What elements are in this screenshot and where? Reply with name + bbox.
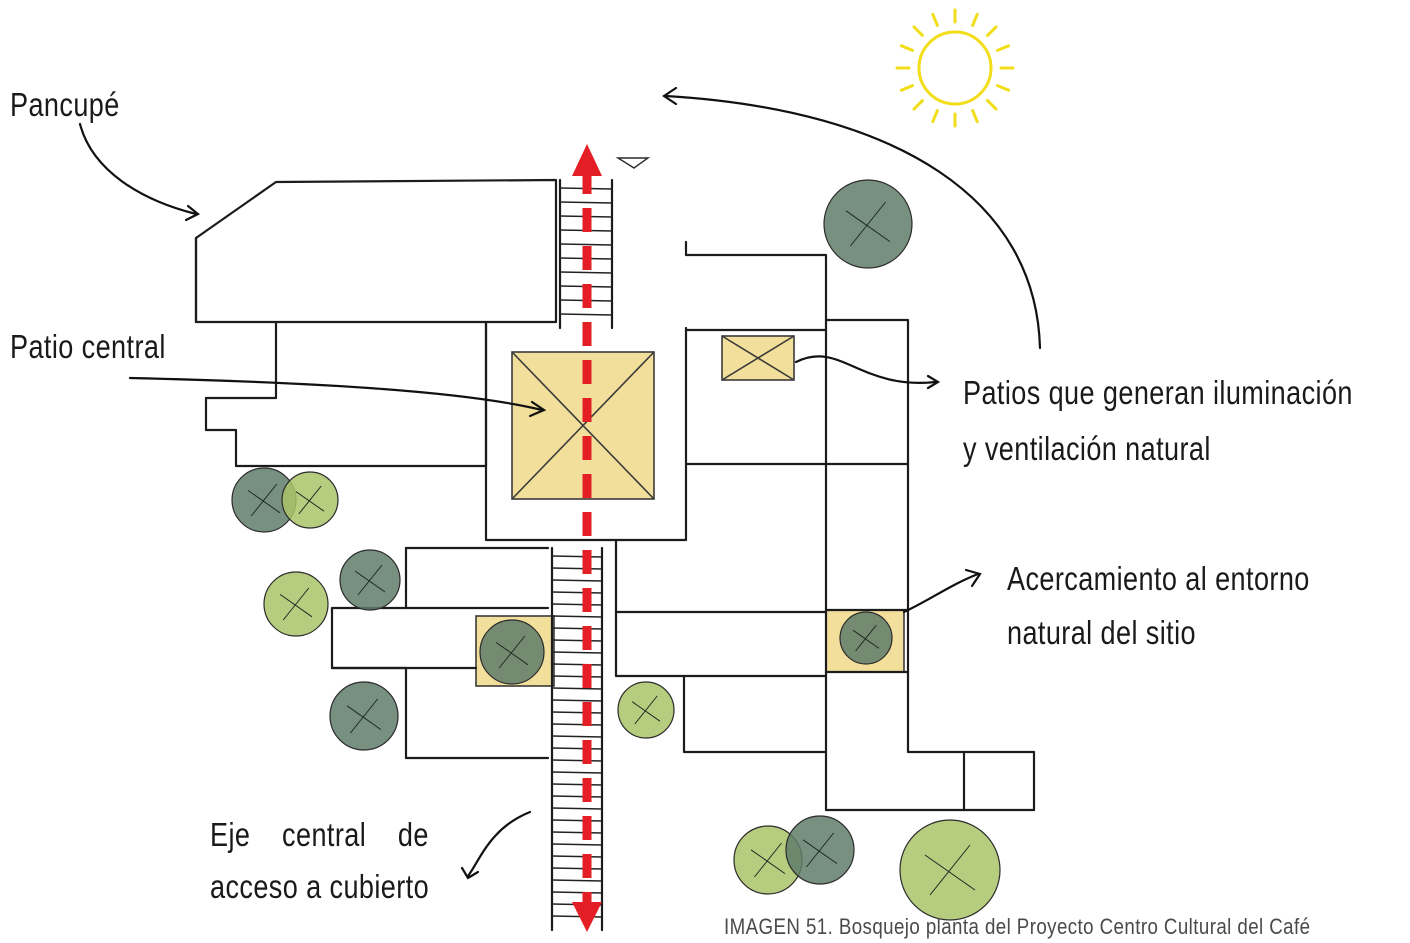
tree-detail <box>346 698 382 734</box>
hatch-line <box>551 651 603 654</box>
corridor-hatch <box>550 178 614 932</box>
axis-arrow-up-icon <box>572 144 602 176</box>
hatch-line <box>551 795 603 798</box>
tree-detail <box>354 564 386 596</box>
tree-detail <box>924 844 976 896</box>
label-patios-line2: y ventilación natural <box>963 430 1211 467</box>
central-axis <box>572 144 602 932</box>
label-eje-line1: Eje central de <box>210 816 429 853</box>
sun-ray <box>931 12 939 28</box>
sun-ray <box>912 99 924 111</box>
hatch-line <box>551 807 603 810</box>
label-acercamiento-line1: Acercamiento al entorno <box>1007 560 1310 597</box>
hatch-line <box>551 723 603 726</box>
sun-ray <box>971 108 979 124</box>
hatch-line <box>551 819 603 822</box>
hatch-line <box>551 735 603 738</box>
label-pancupe: Pancupé <box>10 86 120 123</box>
hatch-line <box>551 639 603 642</box>
sun-ray <box>986 99 998 111</box>
hatch-line <box>551 891 603 894</box>
hatch-line <box>551 567 603 570</box>
building-outlines <box>194 178 1036 812</box>
sun-ray <box>899 44 915 52</box>
hatch-line <box>551 855 603 858</box>
label-acercamiento-line2: natural del sitio <box>1007 614 1196 651</box>
tree-detail <box>495 635 529 669</box>
hatch-line <box>551 591 603 594</box>
sun-ray <box>912 25 924 37</box>
hatch-line <box>551 711 603 714</box>
hatch-line <box>551 771 603 774</box>
tree-detail <box>247 483 281 517</box>
sun-ray <box>986 25 998 37</box>
hatch-line <box>551 783 603 786</box>
hatch-line <box>551 555 603 558</box>
hatch-line <box>551 579 603 582</box>
hatch-line <box>551 759 603 762</box>
figure-caption: IMAGEN 51. Bosquejo planta del Proyecto … <box>724 914 1311 939</box>
label-patio-central: Patio central <box>10 328 166 365</box>
label-patios-line1: Patios que generan iluminación <box>963 374 1353 411</box>
hatch-line <box>551 879 603 882</box>
hatch-line <box>551 747 603 750</box>
annotation-arrows <box>78 86 1042 880</box>
trees <box>231 179 1001 921</box>
hatch-line <box>551 831 603 834</box>
sun-ray <box>899 84 915 92</box>
hatch-line <box>559 271 613 274</box>
hatch-line <box>551 699 603 702</box>
hatch-line <box>551 663 603 666</box>
hatch-line <box>559 201 613 204</box>
hatch-line <box>551 843 603 846</box>
hatch-line <box>551 627 603 630</box>
label-eje-line2: acceso a cubierto <box>210 868 430 905</box>
sun-ray <box>931 108 939 124</box>
tree-detail <box>802 832 838 868</box>
hatch-line <box>551 675 603 678</box>
tree-detail <box>852 624 880 652</box>
north-marker-icon <box>615 157 651 169</box>
sun-icon <box>895 8 1015 128</box>
tree-detail <box>279 587 313 621</box>
hatch-line <box>551 615 603 618</box>
tree-detail <box>295 485 325 515</box>
hatch-line <box>559 243 613 246</box>
sun-ray <box>995 44 1011 52</box>
hatch-line <box>551 687 603 690</box>
sun-ray <box>971 12 979 28</box>
tree-detail <box>750 842 786 878</box>
tree-detail <box>631 695 661 725</box>
hatch-line <box>551 867 603 870</box>
hatch-line <box>551 603 603 606</box>
tree-detail <box>845 201 891 247</box>
hatch-line <box>559 313 613 316</box>
sun-ray <box>995 84 1011 92</box>
axis-arrow-down-icon <box>572 902 602 932</box>
